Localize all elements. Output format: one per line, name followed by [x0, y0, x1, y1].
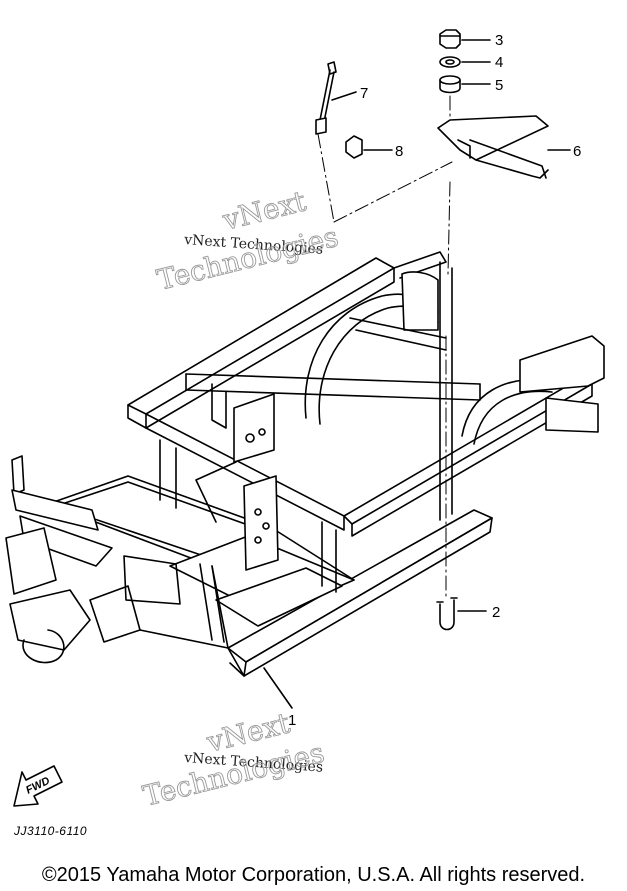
diagram-code: JJ3110-6110 [14, 824, 88, 838]
copyright-notice: ©2015 Yamaha Motor Corporation, U.S.A. A… [41, 864, 586, 886]
rubber-cushion [345, 135, 393, 159]
callout-labels: 1 2 3 4 5 6 7 8 [288, 32, 581, 729]
front-bumper [227, 509, 493, 677]
stabilizer-rod [315, 61, 357, 135]
callout-4: 4 [495, 54, 503, 71]
callout-5: 5 [495, 77, 503, 94]
fwd-arrow-icon: FWD [13, 765, 63, 807]
watermark-bottom: vNext vNext Technologies Technologies [139, 706, 328, 813]
upper-frame [127, 251, 593, 593]
callout-7: 7 [360, 85, 368, 102]
washer [439, 56, 491, 68]
front-nose [5, 455, 229, 664]
rear-arches [304, 271, 605, 445]
callout-6: 6 [573, 143, 581, 160]
callout-8: 8 [395, 143, 403, 160]
callout-2: 2 [492, 604, 500, 621]
callout-3: 3 [495, 32, 503, 49]
assembly-lines [317, 95, 453, 601]
floor-pan [47, 475, 355, 649]
watermark-top: vNext vNext Technologies Technologies [153, 184, 342, 297]
mount-bracket [437, 115, 571, 179]
bushing [439, 75, 491, 94]
seat-supports [195, 393, 279, 571]
u-bolt [436, 597, 487, 631]
nut [439, 29, 491, 49]
callout-1: 1 [288, 712, 296, 729]
